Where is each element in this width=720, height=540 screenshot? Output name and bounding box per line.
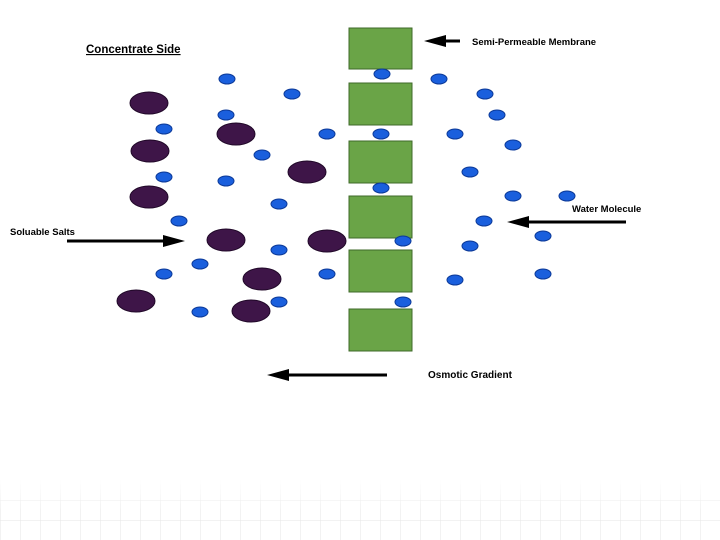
salt-particle-icon	[206, 228, 246, 252]
water-molecule-icon	[191, 258, 209, 270]
water-molecule-icon	[394, 296, 412, 308]
water-molecule-pointer-arrow	[507, 216, 626, 228]
salt-particle-icon	[287, 160, 327, 184]
water-molecule-icon	[504, 190, 522, 202]
water-molecules	[155, 68, 576, 318]
salt-particle-icon	[216, 122, 256, 146]
salt-particle-icon	[116, 289, 156, 313]
water-molecule-icon	[504, 139, 522, 151]
water-molecule-icon	[270, 198, 288, 210]
water-molecule-icon	[318, 128, 336, 140]
salt-particle-icon	[307, 229, 347, 253]
water-molecule-icon	[218, 73, 236, 85]
semi-permeable-membrane	[348, 27, 413, 352]
membrane-segment-6	[348, 308, 413, 352]
water-molecule-icon	[488, 109, 506, 121]
water-molecule-icon	[270, 296, 288, 308]
water-molecule-icon	[283, 88, 301, 100]
salt-particle-icon	[130, 139, 170, 163]
water-molecule-icon	[372, 128, 390, 140]
membrane-segment-1	[348, 27, 413, 70]
membrane-label: Semi-Permeable Membrane	[472, 37, 596, 48]
water-molecule-icon	[217, 109, 235, 121]
membrane-pointer-arrow	[424, 35, 460, 47]
water-molecule-icon	[534, 268, 552, 280]
water-molecule-icon	[170, 215, 188, 227]
arrows	[67, 35, 626, 381]
water-molecule-icon	[155, 123, 173, 135]
osmotic-gradient-label: Osmotic Gradient	[428, 370, 513, 381]
water-molecule-icon	[253, 149, 271, 161]
water-molecule-icon	[394, 235, 412, 247]
salt-particle-icon	[129, 185, 169, 209]
water-molecule-icon	[534, 230, 552, 242]
water-molecule-icon	[270, 244, 288, 256]
water-molecule-icon	[446, 274, 464, 286]
water-molecule-icon	[430, 73, 448, 85]
concentrate-side-label: Concentrate Side	[86, 44, 181, 56]
water-molecule-icon	[191, 306, 209, 318]
background-grid	[0, 480, 720, 540]
water-molecule-label: Water Molecule	[572, 204, 641, 215]
salt-particle-icon	[129, 91, 169, 115]
membrane-segment-2	[348, 82, 413, 126]
membrane-segment-3	[348, 140, 413, 184]
membrane-segment-4	[348, 195, 413, 239]
soluble-salts-pointer-arrow	[67, 235, 185, 247]
water-molecule-icon	[318, 268, 336, 280]
water-molecule-icon	[372, 182, 390, 194]
water-molecule-icon	[461, 240, 479, 252]
water-molecule-icon	[476, 88, 494, 100]
salt-particle-icon	[231, 299, 271, 323]
water-molecule-icon	[155, 268, 173, 280]
water-molecule-icon	[373, 68, 391, 80]
soluble-salts-label: Soluable Salts	[10, 227, 75, 238]
water-molecule-icon	[475, 215, 493, 227]
salt-particle-icon	[242, 267, 282, 291]
osmotic-gradient-arrow	[267, 369, 387, 381]
water-molecule-icon	[461, 166, 479, 178]
water-molecule-icon	[217, 175, 235, 187]
water-molecule-icon	[558, 190, 576, 202]
salt-particles	[116, 91, 347, 323]
water-molecule-icon	[155, 171, 173, 183]
water-molecule-icon	[446, 128, 464, 140]
membrane-segment-5	[348, 249, 413, 293]
